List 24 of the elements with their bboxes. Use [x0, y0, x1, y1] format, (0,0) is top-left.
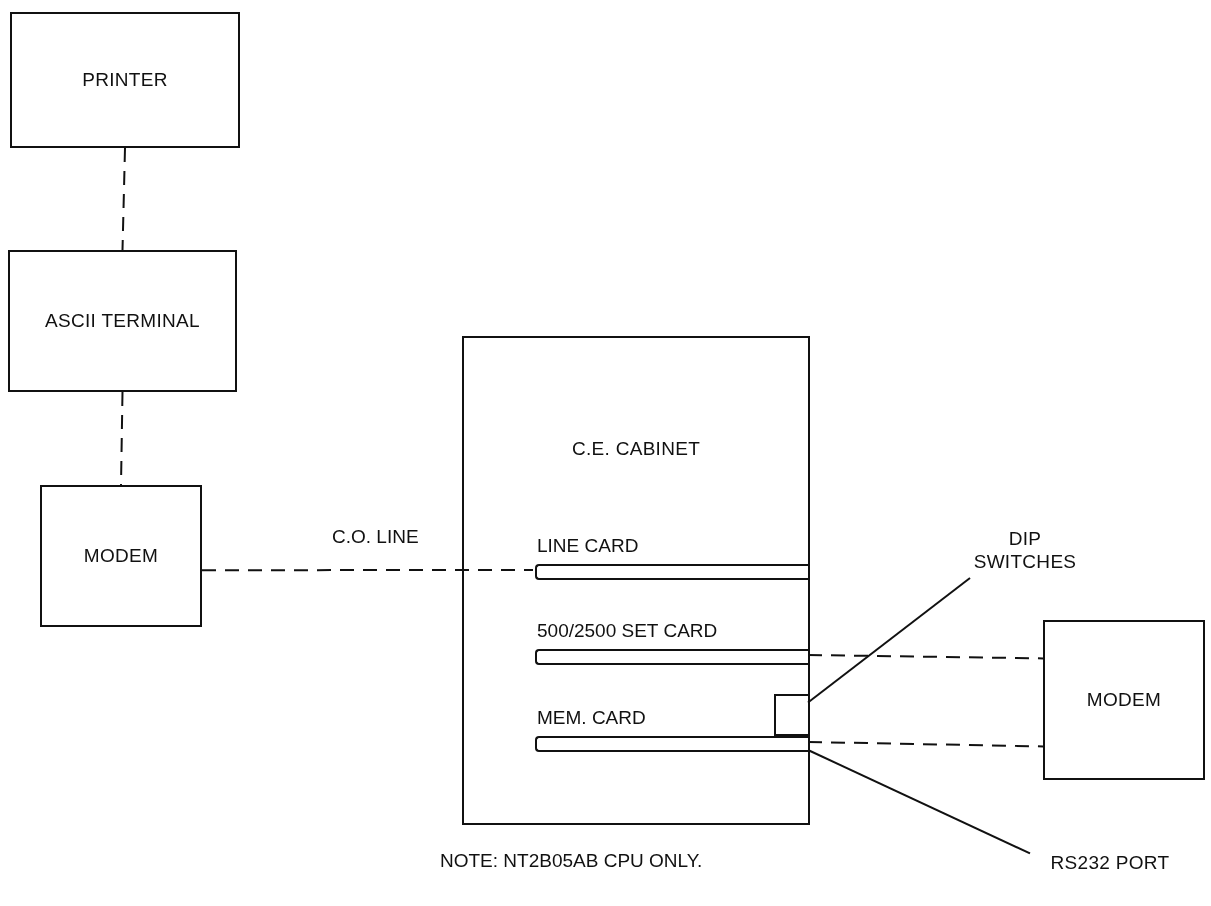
cabinet-box — [462, 336, 810, 825]
card-label: MEM. CARD — [537, 707, 646, 730]
card-label: 500/2500 SET CARD — [537, 620, 718, 643]
dip-switch-box — [774, 694, 810, 736]
device-box — [1043, 620, 1205, 780]
dashed-connector — [807, 654, 1044, 660]
leader-line — [807, 577, 971, 704]
box-label: ASCII TERMINAL — [45, 309, 200, 333]
dashed-connector — [120, 391, 124, 486]
callout-label: DIP SWITCHES — [972, 528, 1078, 574]
note-text: NOTE: NT2B05AB CPU ONLY. — [440, 850, 703, 872]
device-box — [8, 250, 237, 392]
box-label: MODEM — [83, 544, 159, 568]
box-label: C.E. CABINET — [571, 438, 701, 461]
device-box — [40, 485, 202, 627]
leader-line — [807, 749, 1031, 855]
dashed-connector — [807, 741, 1044, 748]
box-label: MODEM — [1086, 688, 1162, 712]
device-box — [10, 12, 240, 148]
callout-label: RS232 PORT — [1050, 852, 1170, 875]
dashed-connector — [121, 147, 126, 251]
dashed-connector — [201, 569, 534, 572]
box-label: PRINTER — [82, 68, 168, 92]
card-label: LINE CARD — [537, 535, 639, 558]
